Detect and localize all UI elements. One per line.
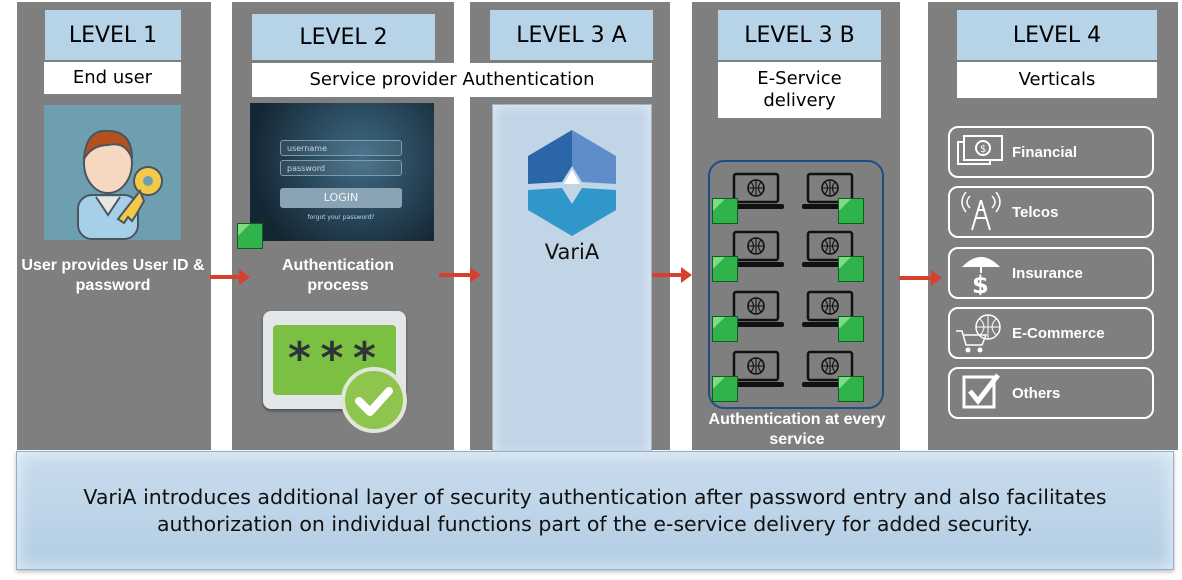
green-marker	[838, 198, 864, 224]
varia-brand: VariA	[544, 240, 600, 264]
vertical-financial[interactable]: $ Financial	[948, 126, 1154, 178]
level-4-title: LEVEL 4	[957, 10, 1157, 60]
level-1-caption: User provides User ID & password	[21, 257, 205, 294]
vertical-telcos[interactable]: Telcos	[948, 186, 1154, 238]
check-icon	[341, 367, 407, 433]
vertical-insurance-label: Insurance	[1012, 264, 1083, 282]
arrow-3b-to-4	[899, 270, 942, 286]
level-3b-caption: Authentication at every service	[708, 411, 886, 448]
service-grid	[708, 160, 884, 409]
arrow-2-to-3a	[439, 267, 481, 283]
green-marker	[838, 376, 864, 402]
arrow-1-to-2	[210, 269, 250, 285]
green-marker	[237, 223, 263, 249]
antenna-icon	[961, 192, 1001, 231]
checkbox-icon	[962, 373, 1000, 409]
vertical-telcos-label: Telcos	[1012, 203, 1059, 221]
checkmark-glyph	[355, 387, 393, 416]
green-marker	[838, 316, 864, 342]
login-screen-illustration: username password LOGIN forgot your pass…	[250, 103, 434, 241]
laptop-globe-icon	[726, 290, 786, 332]
level-3b-subtitle: E-Service delivery	[718, 62, 881, 118]
password-mask-illustration: ***	[263, 311, 406, 409]
vertical-financial-label: Financial	[1012, 143, 1078, 161]
user-key-icon	[77, 129, 163, 240]
login-button[interactable]: LOGIN	[280, 188, 402, 208]
umbrella-dollar-icon: $	[962, 257, 1000, 295]
level-1-subtitle: End user	[44, 62, 181, 94]
laptop-globe-icon	[726, 172, 786, 214]
level-3b-title: LEVEL 3 B	[718, 10, 881, 60]
vertical-ecommerce[interactable]: E-Commerce	[948, 307, 1154, 359]
footer-banner: VariA introduces additional layer of sec…	[16, 451, 1174, 570]
vertical-insurance[interactable]: $ Insurance	[948, 247, 1154, 299]
level-3a-title: LEVEL 3 A	[490, 10, 653, 60]
green-marker	[838, 256, 864, 282]
money-icon: $	[957, 135, 1003, 165]
level-2-title: LEVEL 2	[252, 14, 435, 60]
vertical-others[interactable]: Others	[948, 367, 1154, 419]
vertical-others-label: Others	[1012, 384, 1061, 402]
username-field[interactable]: username	[280, 140, 402, 156]
user-key-illustration	[44, 105, 181, 240]
laptop-globe-icon	[726, 350, 786, 392]
password-field[interactable]: password	[280, 160, 402, 176]
green-marker	[712, 198, 738, 224]
green-marker	[712, 376, 738, 402]
level-2-caption: Authentication process	[282, 257, 394, 294]
level-4-subtitle: Verticals	[957, 62, 1157, 98]
vertical-ecommerce-label: E-Commerce	[1012, 324, 1105, 342]
varia-logo-icon	[528, 130, 616, 236]
forgot-password-link[interactable]: forgot your password?	[307, 214, 375, 221]
svg-text:$: $	[980, 144, 986, 155]
varia-column	[492, 104, 652, 456]
footer-text: VariA introduces additional layer of sec…	[83, 484, 1107, 536]
cart-globe-icon	[956, 314, 1001, 353]
svg-text:$: $	[972, 271, 989, 295]
level-1-title: LEVEL 1	[45, 10, 181, 60]
arrow-3a-to-3b	[652, 267, 692, 283]
laptop-globe-icon	[726, 230, 786, 272]
level-2-subtitle: Service provider Authentication	[252, 63, 652, 97]
green-marker	[712, 316, 738, 342]
green-marker	[712, 256, 738, 282]
